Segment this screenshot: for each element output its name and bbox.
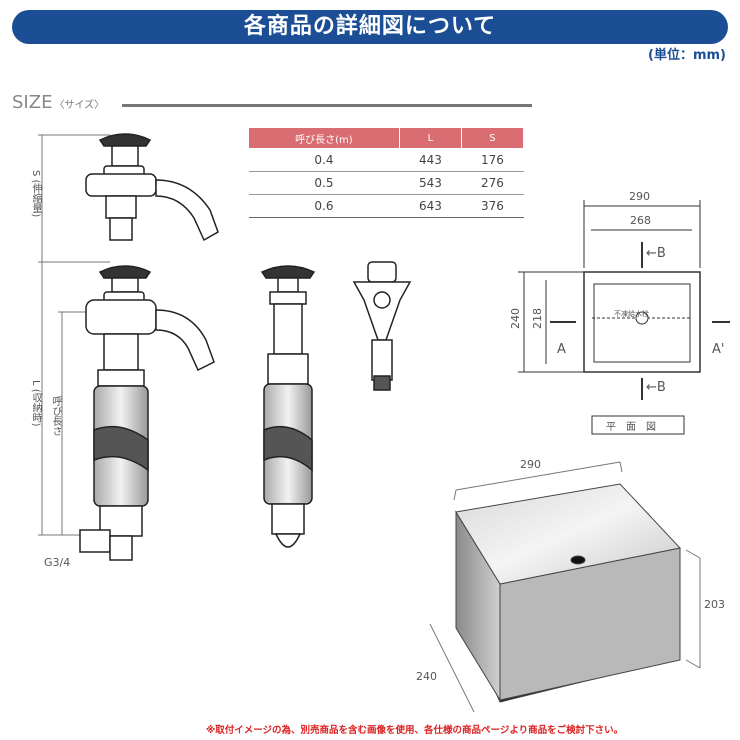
plan-height-inner: 218 — [531, 308, 544, 329]
table-cell: 0.4 — [248, 148, 400, 172]
plan-view-drawing — [518, 200, 730, 435]
box-3d-drawing — [429, 461, 701, 713]
s-dimension-label: S (伸縮量) — [30, 170, 41, 218]
section-b-bottom-label: ←B — [646, 380, 666, 395]
table-cell: 543 — [399, 171, 462, 195]
box-depth-label: 240 — [416, 670, 437, 683]
table-cell: 376 — [461, 194, 524, 218]
section-a-label: A — [557, 342, 566, 357]
spec-table: 呼び長さ(m) L S 0.4 443 176 0.5 543 276 0.6 … — [248, 127, 525, 218]
table-row: 0.5 543 276 — [248, 171, 524, 195]
thread-label: G3/4 — [44, 556, 71, 569]
table-cell: 443 — [399, 148, 462, 172]
footer-note: ※取付イメージの為、別売商品を含む画像を使用、各仕様の商品ページより商品をご検討… — [206, 725, 624, 736]
table-cell: 0.5 — [248, 171, 400, 195]
section-divider — [122, 104, 532, 107]
col-header-nominal: 呼び長さ(m) — [248, 127, 400, 149]
box-height-label: 203 — [704, 598, 725, 611]
plan-height-outer: 240 — [509, 308, 522, 329]
faucet-top-drawing — [85, 133, 219, 242]
col-header-s: S — [460, 127, 525, 149]
table-row: 0.4 443 176 — [248, 148, 524, 172]
plan-width-outer: 290 — [629, 190, 650, 203]
plan-width-inner: 268 — [630, 214, 651, 227]
box-width-label: 290 — [520, 458, 541, 471]
faucet-side-drawing — [260, 265, 316, 548]
table-row: 0.6 643 376 — [248, 194, 524, 218]
section-a-prime-label: A' — [712, 342, 725, 357]
table-cell: 276 — [461, 171, 524, 195]
size-section-title: SIZE〈サイズ〉 — [12, 92, 104, 113]
size-heading: SIZE — [12, 92, 53, 113]
faucet-main-drawing — [79, 265, 215, 561]
table-cell: 0.6 — [248, 194, 400, 218]
table-cell: 176 — [461, 148, 524, 172]
lid-text: 不凍給水栓 — [614, 310, 649, 318]
section-b-top-label: ←B — [646, 246, 666, 261]
unit-label: (単位：mm) — [648, 48, 726, 63]
dimension-lines-faucet — [38, 134, 110, 536]
table-cell: 643 — [399, 194, 462, 218]
size-subheading: 〈サイズ〉 — [54, 100, 105, 111]
table-header-row: 呼び長さ(m) L S — [248, 127, 525, 149]
page-title: 各商品の詳細図について — [12, 10, 728, 44]
l-dimension-label: L (収納時) — [30, 380, 41, 427]
nominal-length-label: 呼び長さ — [50, 396, 61, 436]
plan-view-caption: 平 面 図 — [606, 422, 656, 433]
col-header-l: L — [398, 127, 462, 149]
faucet-top-view-drawing — [352, 261, 412, 391]
